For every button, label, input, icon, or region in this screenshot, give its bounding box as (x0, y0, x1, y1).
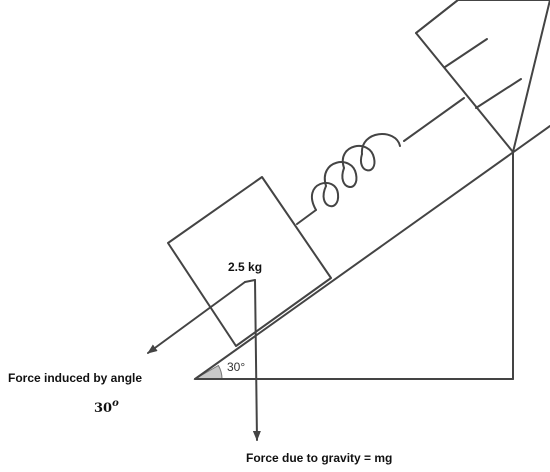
wall-line-3 (415, 0, 459, 34)
mass-label: 2.5 kg (228, 260, 262, 274)
wall-line-2 (475, 78, 522, 109)
block (167, 176, 332, 347)
gravity-arrow (252, 279, 261, 441)
wall-line-1 (444, 38, 488, 68)
spring-connector-right (403, 97, 465, 142)
wall-bracket (415, 0, 550, 153)
force-angle-superscript: o (112, 398, 119, 409)
gravity-label: Force due to gravity = mg (246, 451, 392, 465)
spring (310, 133, 401, 211)
force-angle-label: Force induced by angle (8, 371, 142, 385)
angle-label: 30° (227, 360, 245, 374)
force-angle-number: 30 (94, 401, 112, 416)
incline-hypotenuse (194, 125, 550, 380)
force-angle-arrow-vertical (244, 279, 256, 283)
spring-connector-left (296, 209, 317, 225)
force-angle-value: 30o (94, 398, 119, 416)
force-angle-arrow (147, 281, 246, 354)
